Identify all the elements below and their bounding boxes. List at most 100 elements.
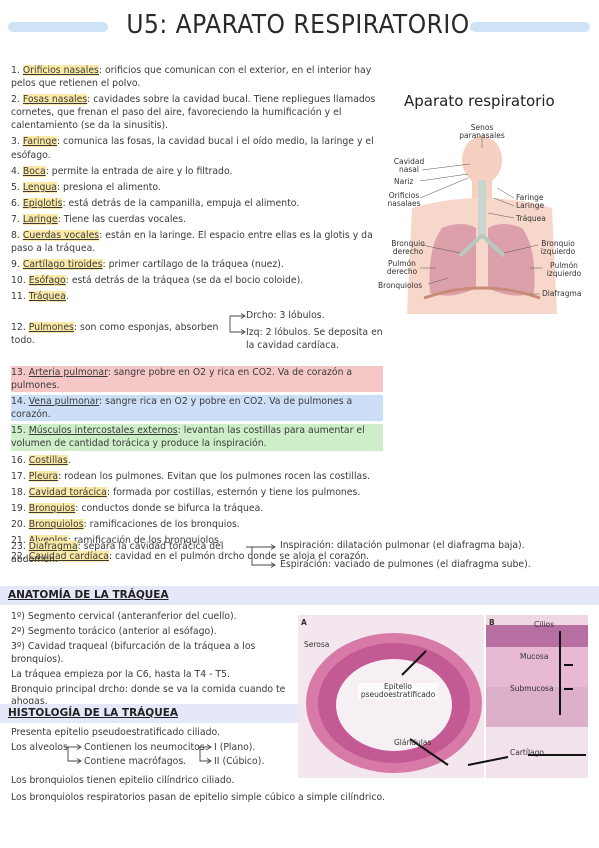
- pulmones-arrows: [229, 313, 246, 335]
- item-number: 13.: [11, 367, 26, 378]
- item-term: Cartílago tiroides: [22, 259, 103, 271]
- item-term: Músculos intercostales externos: [28, 425, 178, 437]
- label-bronquio-derecho: Bronquio derecho: [391, 239, 425, 256]
- item-number: 5.: [11, 181, 20, 193]
- title-banner: U5: APARATO RESPIRATORIO: [8, 10, 590, 40]
- item-term: Vena pulmonar: [28, 396, 100, 408]
- item-text: : está detrás de la tráquea (se da el bo…: [65, 275, 304, 287]
- item-term: Costillas: [28, 454, 68, 466]
- item-text: : levantan las costillas para aumentar e…: [11, 425, 365, 450]
- item-text: : cavidad en el pulmón drcho donde se al…: [108, 551, 370, 563]
- item-term: Pulmones: [28, 322, 74, 333]
- inspiracion-note: Inspiración: dilatación pulmonar (el dia…: [280, 540, 525, 551]
- list-item: 19. Bronquios: conductos donde se bifurc…: [11, 502, 383, 515]
- item-text: : separa la cavidad torácica del abdomen…: [11, 541, 224, 565]
- section-histologia-header: Histología de la tráquea: [0, 704, 308, 723]
- list-item: 21. Alveolos: ramificación de los bronqu…: [11, 534, 383, 547]
- label-senos: Senos paranasales: [459, 123, 505, 140]
- item-text: : conductos donde se bifurca la tráquea.: [75, 502, 264, 514]
- label-pulmon-izquierdo: Pulmón izquierdo: [546, 261, 582, 278]
- histo-label-glandulas: Glándulas: [394, 738, 432, 747]
- anatomia-line: Bronquio principal drcho: donde se va la…: [11, 683, 286, 708]
- item-number: 1.: [11, 65, 20, 76]
- item-term: Laringe: [22, 213, 58, 225]
- item-term: Epiglotis: [22, 197, 63, 209]
- section-heading: Anatomía de la tráquea: [8, 589, 169, 601]
- item-number: 15.: [11, 425, 26, 437]
- histo-label-mucosa: Mucosa: [520, 652, 549, 661]
- item-text: : comunica las fosas, la cavidad bucal i…: [11, 136, 374, 161]
- figure-title: Aparato respiratorio: [404, 92, 555, 110]
- label-orificios: Orificios nasalaes: [387, 191, 421, 208]
- item-number: 18.: [11, 486, 26, 498]
- histo-label-cartilago: Cartílago: [510, 748, 544, 757]
- list-item: 17. Pleura: rodean los pulmones. Evitan …: [11, 470, 383, 483]
- item-term: Cuerdas vocales: [22, 230, 100, 242]
- list-item: 14. Vena pulmonar: sangre rica en O2 y p…: [11, 395, 383, 422]
- alveolos-arrows: [64, 744, 82, 764]
- item-text: : cavidades sobre la cavidad bucal. Tien…: [11, 94, 376, 132]
- item-text: : permite la entrada de aire y lo filtra…: [45, 165, 233, 177]
- neumocitos-arrows: [198, 744, 212, 764]
- item-number: 3.: [11, 136, 20, 148]
- neumocito-tipo2: II (Cúbico).: [214, 756, 265, 767]
- item-term: Bronquiolos: [28, 518, 84, 530]
- neumocitos-note: Contienen los neumocitos.: [84, 742, 208, 753]
- histologia-line1: Presenta epitelio pseudoestratificado ci…: [11, 727, 220, 738]
- list-item: 2. Fosas nasales: cavidades sobre la cav…: [11, 93, 383, 132]
- item-text: : formada por costillas, esternón y tien…: [106, 486, 361, 498]
- anatomia-line: La tráquea empieza por la C6, hasta la T…: [11, 668, 230, 680]
- item-number: 14.: [11, 396, 26, 408]
- label-faringe: Faringe: [516, 193, 544, 202]
- label-bronquio-izquierdo: Bronquio izquierdo: [540, 239, 576, 256]
- macrofagos-note: Contiene macrófagos.: [84, 756, 187, 767]
- item-term: Tráquea: [28, 291, 66, 303]
- list-item: 7. Laringe: Tiene las cuerdas vocales.: [11, 213, 383, 226]
- histo-label-a: A: [301, 618, 307, 627]
- item-term: Fosas nasales: [22, 94, 88, 106]
- item-number: 21.: [11, 535, 26, 547]
- histology-micrograph: [298, 615, 588, 778]
- item-term: Bronquios: [28, 502, 76, 514]
- histologia-line2: Los bronquiolos tienen epitelio cilíndri…: [11, 775, 235, 786]
- respiratory-figure: Senos paranasales Cavidad nasal Nariz Or…: [372, 118, 592, 314]
- pulmones-item: 12. Pulmones: son como esponjas, absorbe…: [11, 322, 231, 347]
- list-item: 16. Costillas.: [11, 454, 383, 467]
- pulmon-derecho-note: Drcho: 3 lóbulos.: [246, 310, 325, 321]
- list-item: 22. Cavidad cardíaca: cavidad en el pulm…: [11, 550, 383, 563]
- histology-image: A B Serosa Epitelio pseudoestratificado …: [298, 615, 588, 778]
- item-text: : sangre rica en O2 y pobre en CO2. Va d…: [11, 396, 353, 421]
- list-item: 9. Cartílago tiroides: primer cartílago …: [11, 258, 383, 271]
- item-term: Esófago: [28, 275, 66, 287]
- item-number: 8.: [11, 230, 20, 242]
- item-text: : rodean los pulmones. Evitan que los pu…: [58, 470, 371, 482]
- diafragma-item: 23. Diafragma: separa la cavidad torácic…: [11, 541, 251, 566]
- item-number: 4.: [11, 165, 20, 177]
- item-term: Alveolos: [28, 535, 68, 547]
- item-text: : presiona el alimento.: [56, 181, 161, 193]
- item-term: Diafragma: [28, 541, 78, 552]
- item-term: Cavidad torácica: [28, 486, 107, 498]
- item-text: : están en la laringe. El espacio entre …: [11, 230, 373, 255]
- list-item: 6. Epiglotis: está detrás de la campanil…: [11, 197, 383, 210]
- item-number: 17.: [11, 470, 26, 482]
- list-item: 13. Arteria pulmonar: sangre pobre en O2…: [11, 366, 383, 393]
- list-item: 3. Faringe: comunica las fosas, la cavid…: [11, 135, 383, 161]
- list-item: 4. Boca: permite la entrada de aire y lo…: [11, 165, 383, 178]
- banner-line-right: [470, 22, 590, 32]
- section-heading: Histología de la tráquea: [8, 707, 179, 719]
- item-text: : son como esponjas, absorben todo.: [11, 322, 219, 346]
- list-item: 15. Músculos intercostales externos: lev…: [11, 424, 383, 451]
- item-text: : orificios que comunican con el exterio…: [11, 65, 372, 90]
- pulmon-izquierdo-note: Izq: 2 lóbulos. Se deposita en la cavida…: [246, 327, 383, 351]
- label-nariz: Nariz: [394, 177, 414, 186]
- item-number: 10.: [11, 275, 26, 287]
- item-number: 22.: [11, 551, 26, 563]
- respiratory-illustration: [407, 136, 557, 314]
- item-text: : sangre pobre en O2 y rica en CO2. Va d…: [11, 367, 353, 392]
- banner-line-left: [8, 22, 108, 32]
- item-text: : Tiene las cuerdas vocales.: [57, 213, 186, 225]
- neumocito-tipo1: I (Plano).: [214, 742, 256, 753]
- item-number: 19.: [11, 502, 26, 514]
- label-laringe: Laringe: [516, 201, 545, 210]
